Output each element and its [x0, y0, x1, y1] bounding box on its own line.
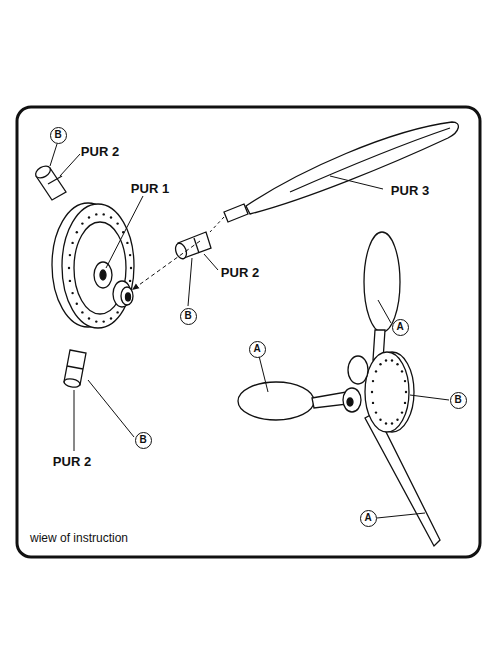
- callout-letter: B: [450, 392, 467, 409]
- callout-letter: A: [360, 510, 377, 527]
- rivet: [375, 370, 377, 372]
- rivet: [129, 280, 131, 282]
- rivet: [76, 231, 78, 233]
- rivet: [69, 254, 71, 256]
- rivet: [379, 363, 381, 365]
- rivet: [372, 402, 374, 404]
- rivet: [371, 391, 373, 393]
- rivet: [116, 222, 118, 224]
- rivet: [103, 213, 105, 215]
- rivet: [396, 363, 398, 365]
- rivet: [76, 303, 78, 305]
- hub-disk: [52, 203, 134, 328]
- part-name: PUR 1: [131, 182, 169, 195]
- rivet: [405, 391, 407, 393]
- rivet: [95, 320, 97, 322]
- rivet: [71, 242, 73, 244]
- rivet: [401, 411, 403, 413]
- callout-letter: A: [392, 319, 409, 336]
- rivet: [68, 267, 70, 269]
- rivet: [129, 254, 131, 256]
- rivet: [130, 267, 132, 269]
- rivet: [391, 422, 393, 424]
- part-name: PUR 2: [221, 266, 259, 279]
- rivet: [110, 216, 112, 218]
- rivet: [71, 292, 73, 294]
- part-name: PUR 2: [81, 145, 119, 158]
- rivet: [81, 222, 83, 224]
- assembled-propeller: [238, 232, 440, 546]
- rivet: [88, 317, 90, 319]
- rivet: [126, 242, 128, 244]
- callout-letter: B: [50, 127, 67, 144]
- rivet: [379, 419, 381, 421]
- frame: [17, 107, 480, 557]
- leader-lines: [50, 144, 449, 518]
- rivet: [110, 317, 112, 319]
- rivet: [116, 311, 118, 313]
- rivet: [372, 380, 374, 382]
- rivet: [103, 320, 105, 322]
- callout-letter: B: [180, 308, 197, 325]
- rivet: [404, 380, 406, 382]
- rivet: [81, 311, 83, 313]
- note-text: wiew of instruction: [30, 532, 128, 544]
- blade-root: [63, 350, 86, 388]
- rivet: [69, 280, 71, 282]
- rivet: [95, 213, 97, 215]
- callout-letter: B: [135, 432, 152, 449]
- part-name: PUR 3: [391, 184, 429, 197]
- part-name: PUR 2: [53, 455, 91, 468]
- rivet: [88, 216, 90, 218]
- rivet: [396, 419, 398, 421]
- rivet: [391, 359, 393, 361]
- rivet: [401, 370, 403, 372]
- rivet: [385, 422, 387, 424]
- blade: [224, 122, 458, 222]
- rivet: [385, 359, 387, 361]
- callout-letter: A: [249, 341, 266, 358]
- rivet: [404, 402, 406, 404]
- blade-root: [34, 164, 66, 200]
- rivet: [375, 411, 377, 413]
